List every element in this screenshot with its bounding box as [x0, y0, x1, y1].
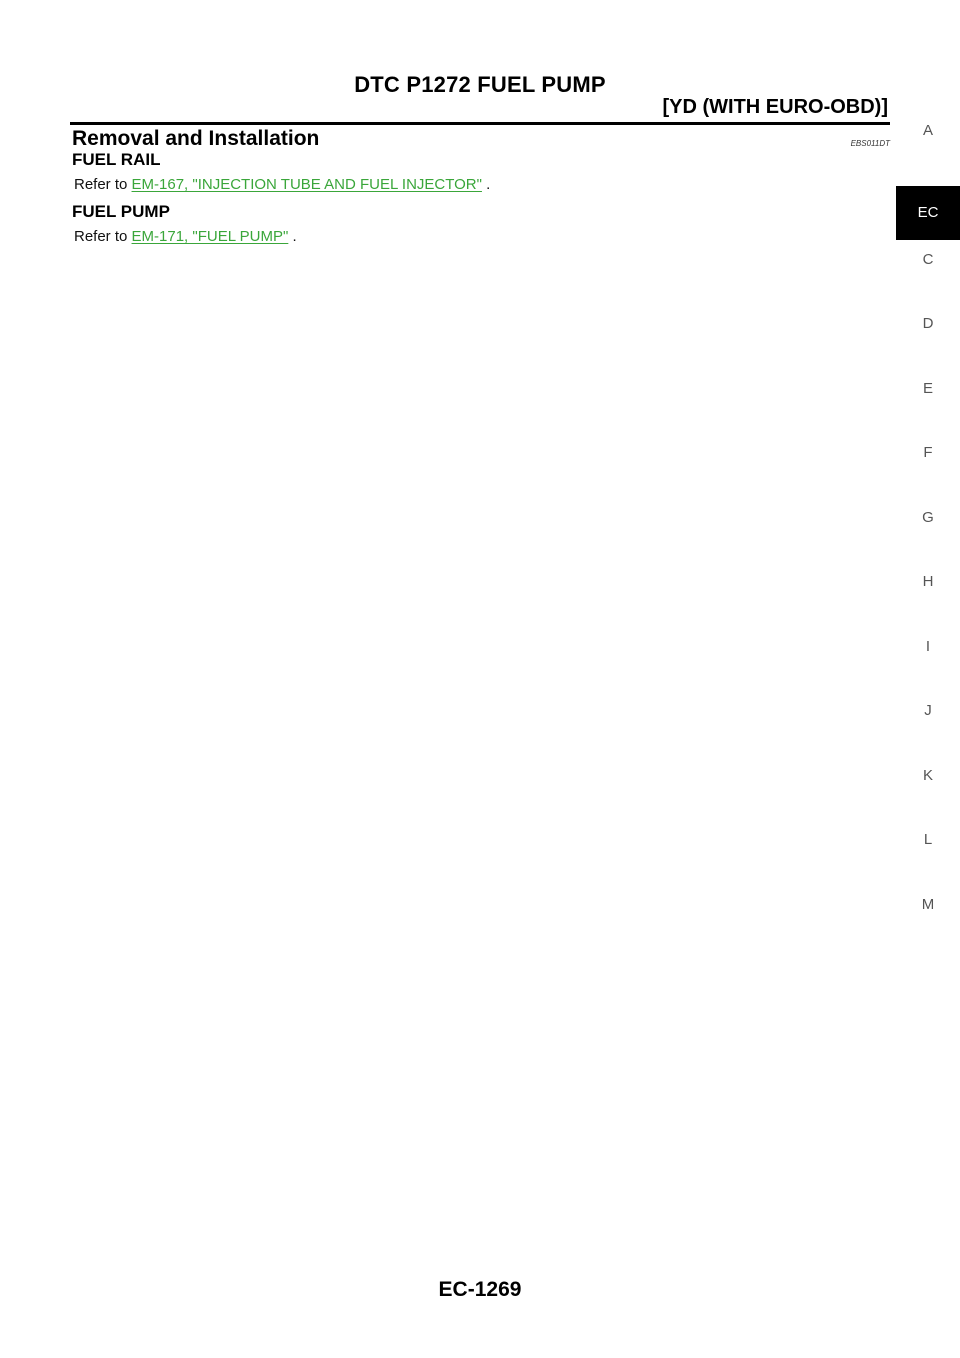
fuel-rail-heading: FUEL RAIL [72, 150, 161, 169]
index-tab-k[interactable]: K [922, 766, 933, 784]
section-title: Removal and Installation [72, 127, 320, 150]
index-tab-d[interactable]: D [922, 315, 934, 332]
page-number: EC-1269 [438, 1278, 522, 1301]
index-tab-l[interactable]: L [923, 831, 933, 848]
index-tab-f[interactable]: F [923, 444, 933, 461]
index-tab-e[interactable]: E [922, 379, 933, 397]
page-subtitle: [YD (WITH EURO-OBD)] [662, 96, 888, 118]
index-tab-m[interactable]: M [921, 895, 935, 913]
section-index-sidebar: A EC C D E F G H I J K L M [896, 116, 960, 954]
section-code: EBS011DT [850, 139, 890, 148]
page-title: DTC P1272 FUEL PUMP [354, 72, 606, 97]
fuel-pump-prefix: Refer to [74, 228, 132, 245]
fuel-rail-link[interactable]: EM-167, "INJECTION TUBE AND FUEL INJECTO… [131, 176, 482, 193]
fuel-pump-paragraph: Refer to EM-171, "FUEL PUMP" . [74, 228, 297, 245]
index-tab-ec[interactable]: EC [896, 185, 960, 240]
fuel-pump-heading: FUEL PUMP [72, 202, 170, 221]
fuel-pump-suffix: . [288, 228, 297, 245]
index-tab-h[interactable]: H [922, 573, 934, 590]
index-tab-i[interactable]: I [925, 637, 931, 655]
header-divider [70, 122, 890, 125]
index-tab-c[interactable]: C [922, 250, 934, 268]
fuel-rail-suffix: . [481, 176, 491, 193]
index-tab-g[interactable]: G [922, 508, 934, 526]
fuel-rail-paragraph: Refer to EM-167, "INJECTION TUBE AND FUE… [74, 176, 490, 193]
fuel-pump-link[interactable]: EM-171, "FUEL PUMP" [131, 228, 289, 245]
index-tab-j[interactable]: J [924, 702, 932, 719]
fuel-rail-prefix: Refer to [74, 176, 132, 193]
index-tab-a[interactable]: A [922, 122, 933, 139]
